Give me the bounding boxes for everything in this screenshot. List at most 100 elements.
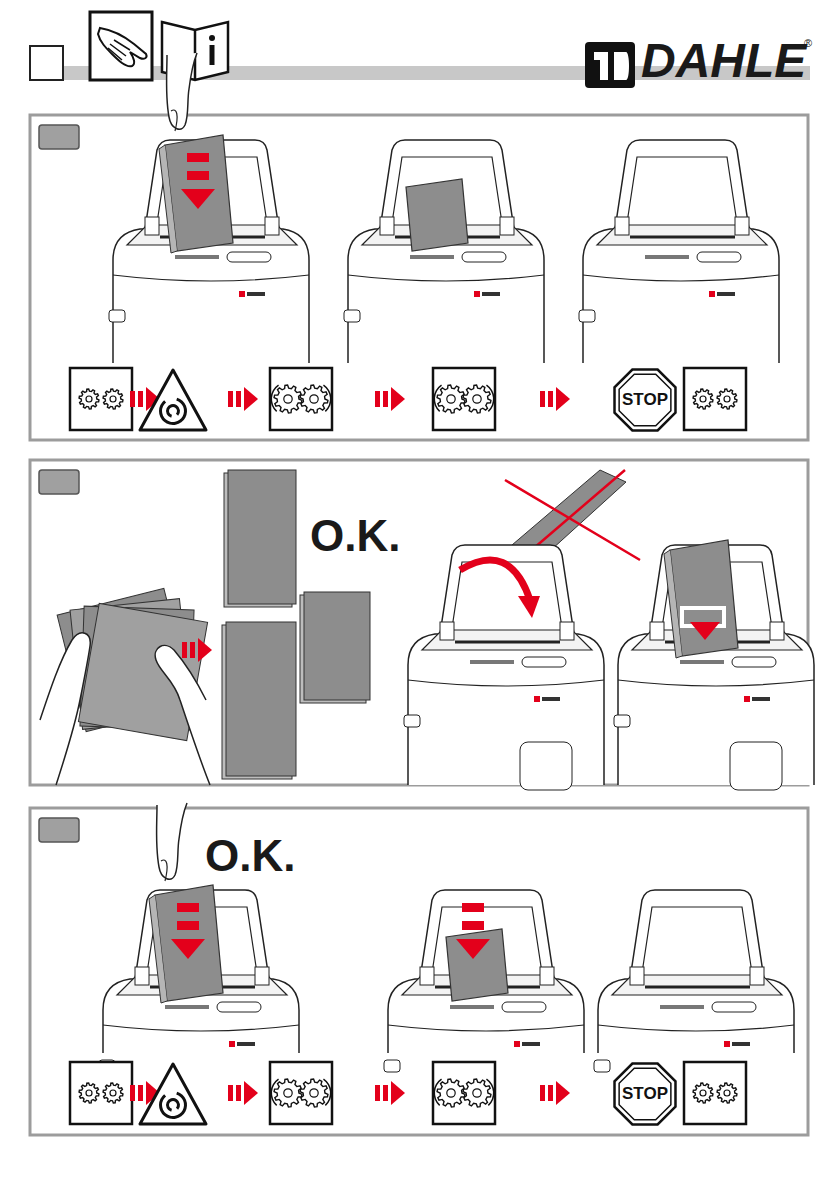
side-handle	[109, 310, 125, 322]
arrow-bar	[138, 1085, 143, 1101]
feed-arrow-bar	[187, 153, 209, 162]
gear	[274, 1079, 302, 1107]
rotation-arrow	[434, 1079, 442, 1106]
arrow-bar	[540, 1085, 545, 1101]
gear-symbol	[433, 1062, 495, 1124]
arrow-head	[556, 1081, 570, 1105]
arrow-bar	[182, 642, 187, 658]
gear-hub	[86, 396, 92, 402]
gear	[274, 385, 302, 413]
warning-triangle	[140, 1064, 206, 1124]
rotation-arrow	[434, 385, 442, 412]
gear-hub	[700, 396, 706, 402]
paper-edge	[159, 145, 177, 253]
arrow-bar	[383, 391, 388, 407]
shredder-body	[113, 229, 309, 363]
gear-hub	[473, 1089, 481, 1097]
hand-finger	[161, 860, 167, 881]
shredder	[579, 140, 779, 363]
paper-guide	[650, 622, 664, 640]
brand-mark	[534, 696, 540, 702]
arrow-head	[244, 1081, 258, 1105]
step-tab	[39, 818, 79, 842]
feed-arrow-bar	[187, 171, 209, 180]
front-edge	[103, 1025, 299, 1031]
paper-guide	[145, 217, 159, 235]
paper-stack	[155, 885, 223, 1001]
logo-symbol-cut	[594, 52, 629, 80]
hand	[167, 53, 198, 129]
brand-bar	[717, 292, 735, 296]
hand	[155, 645, 210, 785]
arrow-bar	[236, 1085, 241, 1101]
brand-bar	[247, 292, 265, 296]
gear-frame	[70, 1062, 132, 1124]
gear-frame	[684, 368, 746, 430]
warning-triangle	[140, 370, 206, 430]
paper-guide	[750, 967, 764, 985]
shredder	[109, 53, 309, 363]
feed-slot	[630, 236, 735, 239]
arrow-bar	[228, 391, 233, 407]
gear-hub	[310, 1089, 318, 1097]
arrow-bar	[190, 642, 195, 658]
info-stem	[210, 45, 215, 65]
hand-finger	[171, 110, 177, 131]
gear-symbol	[433, 368, 495, 430]
front-edge	[388, 1025, 584, 1031]
arrow-bar	[138, 391, 143, 407]
feed-arrow-head	[456, 939, 490, 959]
paper-guide	[135, 967, 149, 985]
step-tab	[39, 470, 79, 494]
section-box	[30, 46, 63, 80]
paper-edge	[149, 895, 167, 1003]
arrow-bar	[383, 1085, 388, 1101]
paper-stack	[165, 135, 233, 251]
rotation-arrow	[486, 1079, 494, 1106]
brand-mark	[514, 1041, 520, 1047]
brand-mark	[239, 291, 245, 297]
front-edge	[408, 680, 604, 686]
close-arrow	[460, 560, 530, 600]
side-handle	[404, 715, 420, 727]
paper-guide	[630, 967, 644, 985]
lid-frame	[627, 157, 737, 223]
control-strip	[462, 252, 506, 262]
control-strip	[217, 1002, 261, 1012]
side-handle	[384, 1060, 400, 1072]
paper-guide	[540, 967, 554, 985]
brand-bar	[752, 697, 770, 701]
feed-arrow-bar	[462, 903, 484, 912]
brand-mark	[709, 291, 715, 297]
side-handle	[344, 310, 360, 322]
gear-frame	[684, 1062, 746, 1124]
paper-stack	[228, 470, 296, 604]
gear	[79, 1083, 99, 1103]
gear-symbol	[270, 368, 332, 430]
paper-guide	[500, 217, 514, 235]
gear-symbol	[684, 368, 746, 430]
spiral	[166, 1098, 180, 1112]
arrow-bar	[540, 391, 545, 407]
gear	[300, 385, 328, 413]
shredder-body	[618, 634, 814, 785]
arrow-bar	[548, 1085, 553, 1101]
paper-guide	[265, 217, 279, 235]
gear-hub	[110, 1090, 116, 1096]
hand-icon-frame	[90, 12, 152, 80]
arrow-head	[391, 387, 405, 411]
arrow-head	[556, 387, 570, 411]
paper-stack	[226, 622, 296, 776]
printed-marks	[175, 255, 219, 259]
gear-hub	[700, 1090, 706, 1096]
brand-bar	[732, 1042, 750, 1046]
ok-label: O.K.	[310, 514, 400, 558]
stop-sign: STOP	[613, 1062, 677, 1126]
hand-icon	[98, 28, 147, 66]
gear-hub	[724, 1090, 730, 1096]
paper-guide	[255, 967, 269, 985]
control-strip	[697, 252, 741, 262]
brand-mark	[724, 1041, 730, 1047]
gear	[463, 1079, 491, 1107]
